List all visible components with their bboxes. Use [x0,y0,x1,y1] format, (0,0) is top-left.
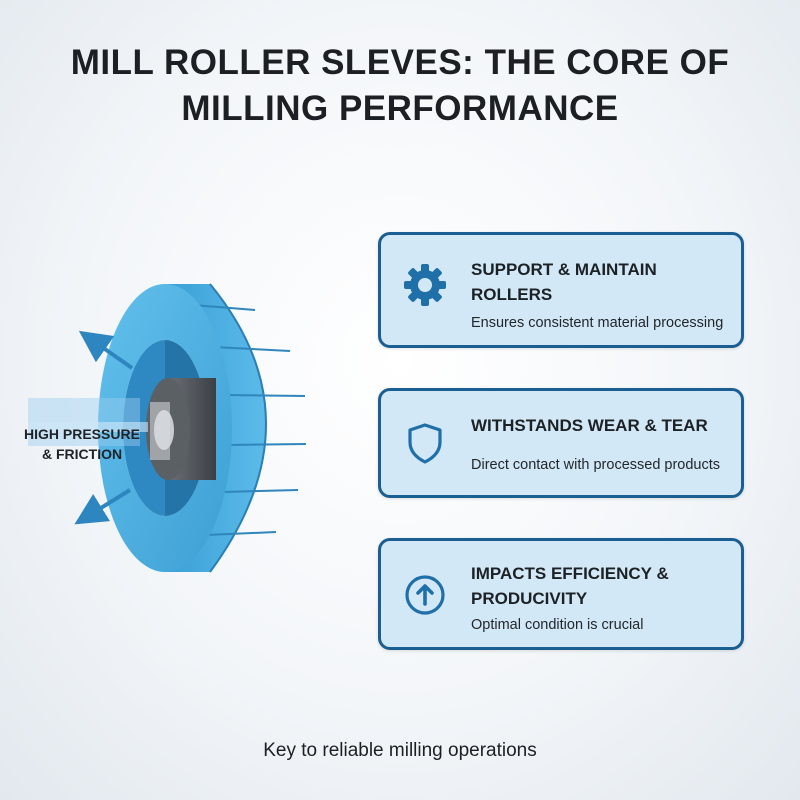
roller-core [146,378,216,480]
efficiency-heading-line-2: PRODUCIVITY [471,589,588,608]
arrow-up-circle-icon [405,575,445,615]
support-card-description: Ensures consistent material processing [471,315,724,331]
support-heading-line-2: ROLLERS [471,285,553,304]
pressure-label-line-2: & FRICTION [42,446,123,462]
pressure-arrows [28,330,148,525]
efficiency-card-description: Optimal condition is crucial [471,617,644,633]
title-line-1: MILL ROLLER SLEVES: THE CORE OF [70,43,730,82]
efficiency-card-heading: IMPACTS EFFICIENCY & PRODUCIVITY [471,561,731,611]
pressure-label-line-1: HIGH PRESSURE [24,426,140,442]
efficiency-card: IMPACTS EFFICIENCY & PRODUCIVITY Optimal… [378,538,744,650]
support-card-heading: SUPPORT & MAINTAIN ROLLERS [471,257,731,307]
footer-tagline: Key to reliable milling operations [263,740,537,761]
page-title: MILL ROLLER SLEVES: THE CORE OF MILLING … [0,40,800,132]
gear-icon [404,264,446,306]
wear-heading-line-1: WITHSTANDS WEAR & TEAR [471,416,708,435]
wear-card-description: Direct contact with processed products [471,457,721,473]
efficiency-heading-line-1: IMPACTS EFFICIENCY & [471,564,669,583]
roller-sleeve-illustration [0,270,360,600]
support-card: SUPPORT & MAINTAIN ROLLERS Ensures consi… [378,232,744,348]
title-line-2: MILLING PERFORMANCE [181,89,619,128]
pressure-friction-label: HIGH PRESSURE & FRICTION [24,424,154,464]
support-heading-line-1: SUPPORT & MAINTAIN [471,260,657,279]
shield-icon [408,423,442,464]
wear-card-heading: WITHSTANDS WEAR & TEAR [471,413,731,438]
wear-card: WITHSTANDS WEAR & TEAR Direct contact wi… [378,388,744,498]
